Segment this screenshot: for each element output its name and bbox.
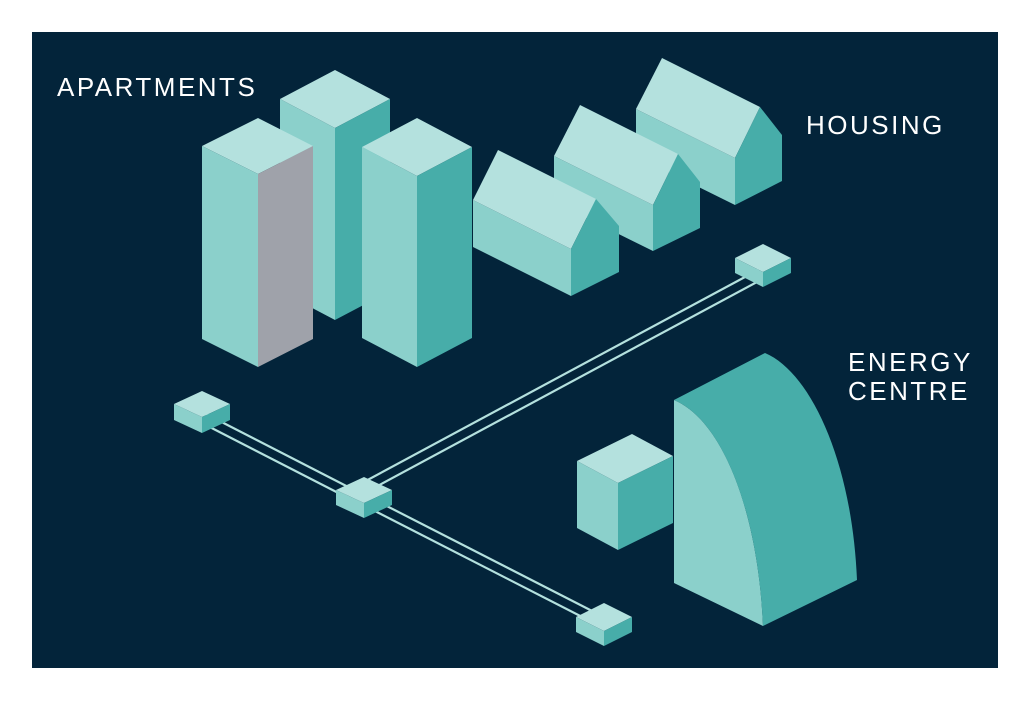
house-back [636,58,782,205]
house-middle [554,105,700,251]
apartment-tower-front [362,118,472,367]
energy-centre-annex [577,434,673,550]
housing-label: HOUSING [806,110,945,140]
node-apartments [174,391,230,433]
house-front [473,150,619,296]
pipe-to-apartments [199,413,359,501]
pipe-network [199,269,769,623]
pipe-to-housing [361,269,769,490]
energy-centre-label-line2: CENTRE [848,376,970,406]
energy-centre-label: ENERGY CENTRE [848,348,973,406]
node-junction [336,477,392,518]
energy-centre-main [674,353,857,626]
pipe-to-energy-centre [368,499,599,623]
node-housing [735,244,791,287]
apartments-label: APARTMENTS [57,72,258,102]
apartment-tower-left [202,118,313,367]
node-energy-centre [576,603,632,646]
energy-centre-label-line1: ENERGY [848,347,973,377]
